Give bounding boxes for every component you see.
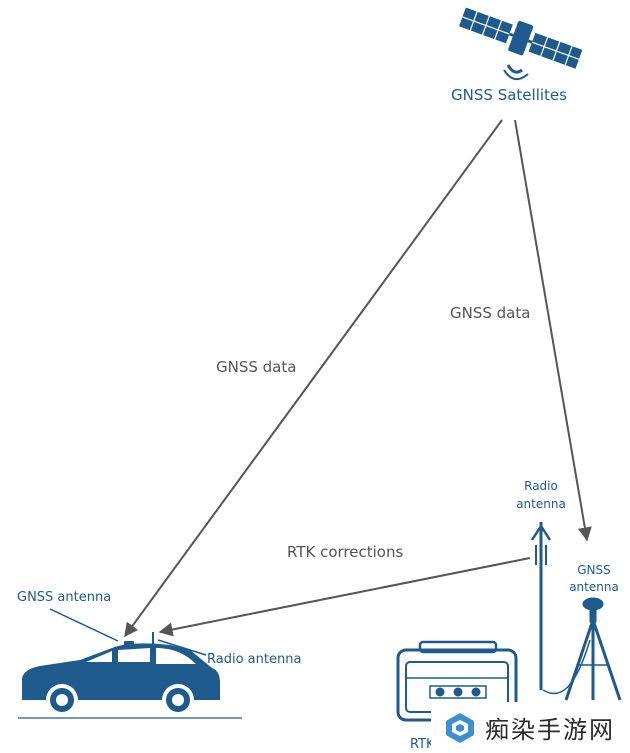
car-icon xyxy=(22,632,220,716)
base-gnss-antenna-label-line2: antenna xyxy=(569,580,619,594)
base-station-case-icon xyxy=(396,640,518,722)
rtk-corrections-label: RTK corrections xyxy=(287,543,403,561)
gnss-data-arrow-to-base xyxy=(514,119,592,542)
base-radio-antenna-label-line1: Radio xyxy=(524,479,558,493)
base-gnss-antenna-label-line1: GNSS xyxy=(577,563,611,577)
base-station-label-partial: RTK xyxy=(410,737,435,752)
watermark-text: 痴染手游网 xyxy=(485,716,615,744)
radio-mast-icon xyxy=(530,522,552,690)
tripod-gnss-antenna-icon xyxy=(564,597,622,701)
car-radio-pointer xyxy=(157,639,207,656)
satellites-label: GNSS Satellites xyxy=(451,86,567,104)
car-gnss-antenna-label: GNSS antenna xyxy=(17,590,111,605)
car-radio-antenna-label: Radio antenna xyxy=(207,652,301,667)
gnss-data-label-right: GNSS data xyxy=(450,304,530,322)
car-gnss-pointer xyxy=(49,608,119,642)
base-radio-antenna-label-line2: antenna xyxy=(516,497,566,511)
rtk-corrections-arrow xyxy=(158,557,531,637)
base-cable xyxy=(542,639,591,695)
watermark: 痴染手游网 xyxy=(431,702,630,753)
satellite-icon xyxy=(459,7,583,81)
watermark-logo-icon xyxy=(446,712,474,743)
gnss-data-arrow-to-car xyxy=(124,119,503,638)
gnss-data-label-left: GNSS data xyxy=(216,358,296,376)
